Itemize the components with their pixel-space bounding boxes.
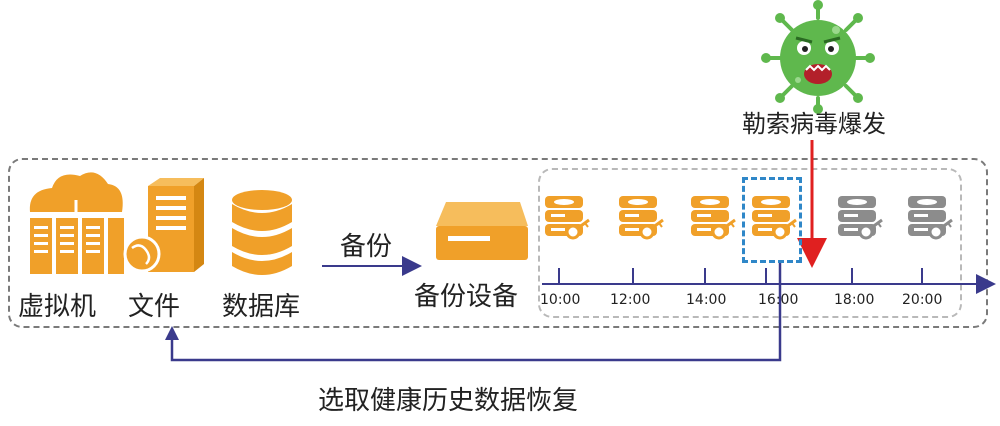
restore-arrowhead [165,326,179,340]
vm-label: 虚拟机 [18,292,97,322]
restore-label: 选取健康历史数据恢复 [318,386,579,416]
healthy-snapshot-icon [619,196,664,240]
ransomware-label: 勒索病毒爆发 [742,110,886,138]
database-label: 数据库 [222,292,301,322]
time-label-5: 18:00 [834,292,875,308]
file-label: 文件 [128,292,181,322]
selected-snapshot-highlight [742,177,802,263]
database-icon [232,190,292,275]
time-label-1: 10:00 [540,292,581,308]
healthy-snapshot-icon [691,196,736,240]
infected-snapshot-icon [838,196,883,240]
time-label-3: 14:00 [686,292,727,308]
virus-icon [761,0,875,114]
backup-scope-frame [8,158,988,328]
time-label-2: 12:00 [610,292,651,308]
backup-arrow-label: 备份 [340,232,393,262]
timeline-ticks [558,268,923,284]
healthy-snapshot-icon [545,196,590,240]
vm-icon [29,172,124,274]
healthy-snapshot-icon [752,196,797,240]
time-label-6: 20:00 [902,292,943,308]
infected-snapshot-icon [908,196,953,240]
time-label-4: 16:00 [758,292,799,308]
file-server-icon [123,178,204,273]
snapshot-icons [545,196,953,240]
backup-device-label: 备份设备 [414,282,519,312]
restore-path [170,262,782,362]
backup-device-icon [436,202,528,260]
snapshot-timeline-frame [538,168,962,318]
